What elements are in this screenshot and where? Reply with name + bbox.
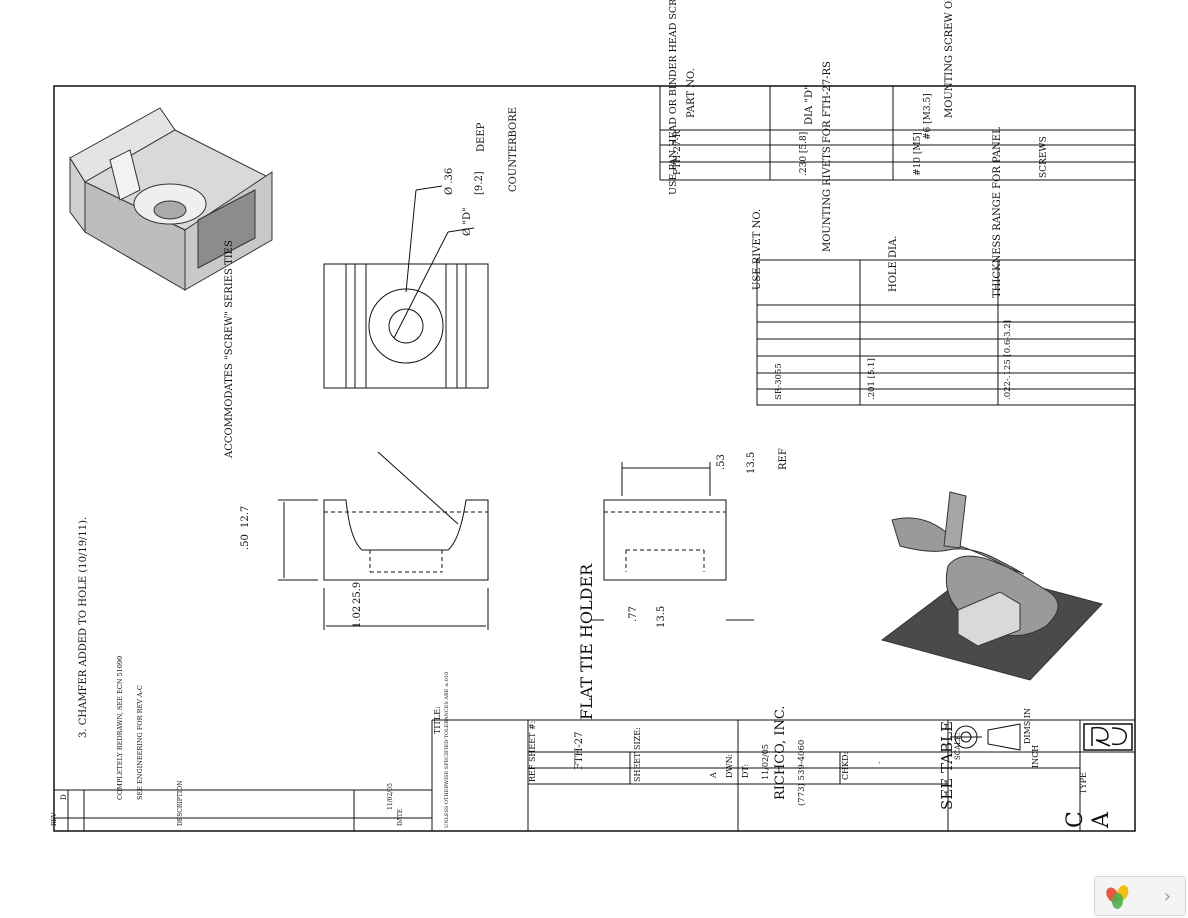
sheet-border <box>53 85 1136 832</box>
iso-view <box>69 107 273 291</box>
rivet-table-header-rivet: USE RIVET NO. <box>752 209 763 290</box>
rivet-table <box>756 259 1136 406</box>
dim-77: .77 <box>628 606 639 622</box>
dim-13-5: 13.5 <box>746 452 757 474</box>
type-label: TYPE <box>1079 772 1088 794</box>
company-phone: (773) 539-4060 <box>796 740 807 806</box>
rivet-row-1-hole: .201 [5.1] <box>867 358 877 400</box>
viewer-widget-button[interactable]: › <box>1094 876 1186 916</box>
side-view <box>590 462 754 621</box>
rev-d: D <box>60 794 68 800</box>
date-label: DATE <box>397 809 404 826</box>
dim-53: .53 <box>716 454 727 470</box>
dim-259: 25.9 <box>352 582 363 604</box>
title-label: TITLE: <box>433 706 442 734</box>
revision-block <box>54 720 433 831</box>
part-table-header-part: PART NO. <box>686 68 697 118</box>
title-block <box>432 719 1135 831</box>
series-note: ACCOMMODATES "SCREW" SERIES TIES <box>224 240 235 459</box>
ref-sheet-label: REF SHEET #: <box>528 721 537 782</box>
note-3: 3. CHAMFER ADDED TO HOLE (10/19/11). <box>78 517 89 738</box>
rivet-table-title: MOUNTING RIVETS FOR FTH-27-RS <box>822 61 833 252</box>
dims-label: DIMS IN <box>1023 708 1032 744</box>
part-row-2-screw: #6 [M3.5] <box>923 93 933 140</box>
chkd-label: CHKD: <box>841 752 850 780</box>
app-logo-icon <box>1103 883 1131 910</box>
see-table: SEE TABLE <box>938 721 956 810</box>
rivet-table-header-range: THICKNESS RANGE FOR PANEL <box>992 127 1003 298</box>
part-table-header-screw: MOUNTING SCREW OR RIVETS <box>944 0 955 118</box>
part-table <box>659 86 1135 181</box>
dims-inch: INCH <box>1031 745 1040 768</box>
third-angle-projection-icon <box>950 723 1021 751</box>
dim-13-5-b: 13.5 <box>656 606 667 628</box>
dim-127: 12.7 <box>240 506 251 528</box>
type-value: A <box>1089 811 1114 829</box>
counterbore-mm: [9.2] <box>474 171 485 195</box>
part-row-1-screw: #10 [M5] <box>913 132 923 176</box>
part-row-1-dia: .230 [5.8] <box>799 132 809 176</box>
application-view <box>880 491 1103 681</box>
rivet-table-header-hole: HOLE DIA. <box>888 236 899 292</box>
part-number: FTH-27 <box>574 732 585 770</box>
tolerance-note: UNLESS OTHERWISE SPECIFIED TOLERANCES AR… <box>444 672 450 828</box>
rivet-row-1-range: .022-.125 [0.6-3.2] <box>1003 320 1013 400</box>
dim-102: 1.02 <box>352 606 363 628</box>
part-row-1-part: FTH-27-R <box>673 130 683 175</box>
richco-logo-icon <box>1083 723 1133 751</box>
hole-dia: Ø "D" <box>462 207 473 236</box>
dim-ref: REF <box>778 448 789 470</box>
rev-history-2: SEE ENGINEERING FOR REV A-C <box>136 685 144 800</box>
part-title: FLAT TIE HOLDER <box>577 563 596 720</box>
dt-label: DT: <box>741 764 750 778</box>
counterbore-depth: DEEP <box>476 122 487 152</box>
chkd-value: . <box>873 761 882 764</box>
chevron-right-icon: › <box>1163 885 1171 907</box>
rivet-row-1-rivet: SR-3055 <box>774 363 784 400</box>
scale-label: SCALE: <box>954 733 962 760</box>
date-value: 11/02/05 <box>387 783 394 810</box>
front-view <box>278 451 489 630</box>
dim-50: .50 <box>240 534 251 550</box>
dwn-label: DWN: <box>725 754 734 778</box>
sheet-size-label: SHEET SIZE: <box>633 727 642 782</box>
part-table-screw-note: USE PAN HEAD OR BINDER HEAD SCREWS <box>668 0 679 195</box>
desc-label: DESCRIPTION <box>177 781 184 826</box>
part-screws-label: SCREWS <box>1039 136 1049 178</box>
sheet-size: A <box>709 772 718 779</box>
rev-label: REV <box>51 812 58 826</box>
part-table-header-dia: DIA "D" <box>804 85 815 125</box>
top-view <box>323 185 489 389</box>
dt-value: 11/02/05 <box>761 744 770 780</box>
company-name: RICHCO, INC. <box>773 706 788 800</box>
counterbore-dia: Ø .36 <box>444 168 455 195</box>
rev-history-1: COMPLETELY REDRAWN, SEE ECN 51090 <box>116 656 124 800</box>
counterbore-label: COUNTERBORE <box>508 107 519 192</box>
rev-value: C <box>1063 811 1088 828</box>
